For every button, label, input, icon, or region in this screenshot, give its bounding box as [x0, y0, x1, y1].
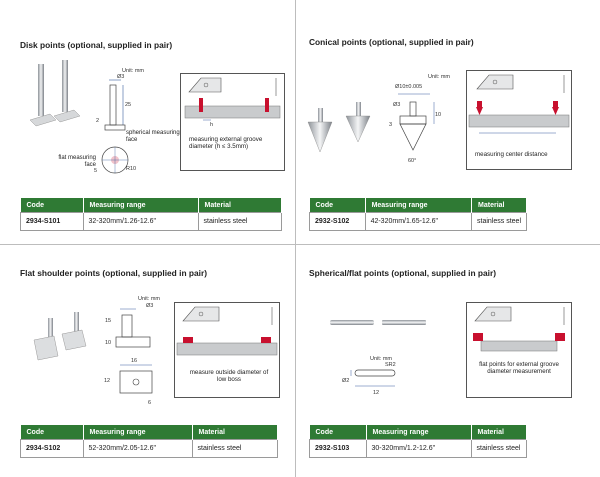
disk-box-caption: measuring external groove diameter (h ≤ … [189, 136, 263, 150]
cell-material: stainless steel [470, 439, 527, 458]
header-material: Material [471, 425, 527, 440]
conical-spec-table: Code Measuring range Material 2932-S102 … [309, 198, 527, 231]
panel-title-disk: Disk points (optional, supplied in pair) [20, 40, 173, 50]
dim-w5: 5 [94, 168, 98, 174]
conical-dimension-drawing [398, 93, 435, 151]
label-spherical-face: spherical measuring face [126, 130, 180, 143]
dim-h: h [210, 122, 214, 128]
disk-spec-table: Code Measuring range Material 2934-S101 … [20, 198, 282, 231]
cell-code: 2932-S103 [309, 439, 367, 458]
disk-application-box: h measuring external groove diameter (h … [180, 73, 285, 171]
dim-w6: 6 [148, 400, 152, 406]
flat-shoulder-application-diagram [176, 306, 278, 356]
unit-label: Unit: mm [428, 74, 450, 80]
cell-range: 42-320mm/1.65-12.6" [364, 212, 473, 231]
spherical-box-caption: flat points for external groove diameter… [479, 361, 559, 375]
dim-h10: 10 [105, 340, 112, 346]
spherical-dimension-drawing [350, 369, 396, 387]
cell-code: 2934-S102 [20, 439, 84, 458]
spherical-application-box: flat points for external groove diameter… [466, 302, 572, 398]
flat-shoulder-box-caption: measure outside diameter of low boss [189, 369, 269, 383]
flat-shoulder-application-box: measure outside diameter of low boss [174, 302, 280, 398]
table-row: 2934-S101 32-320mm/1.26-12.6" stainless … [20, 212, 282, 231]
unit-label: Unit: mm [122, 68, 144, 74]
dim-h15: 15 [105, 318, 112, 324]
flat-shoulder-illustration [33, 312, 87, 361]
conical-application-box: measuring center distance [466, 70, 572, 170]
spherical-points-illustration [330, 320, 426, 325]
cell-code: 2934-S101 [20, 212, 84, 231]
dim-h25: 25 [125, 102, 132, 108]
conical-points-illustration [307, 102, 371, 153]
spherical-spec-table: Code Measuring range Material 2932-S103 … [309, 425, 527, 458]
dim-d3: Ø3 [146, 303, 154, 309]
panel-title-spherical: Spherical/flat points (optional, supplie… [309, 268, 497, 278]
cell-material: stainless steel [197, 212, 282, 231]
dim-h10: 10 [435, 112, 442, 118]
dim-d10: Ø10±0.005 [395, 84, 423, 90]
vertical-divider [295, 0, 296, 477]
cell-material: stainless steel [191, 439, 278, 458]
cell-range: 30-320mm/1.2-12.6" [365, 439, 472, 458]
conical-application-diagram [468, 74, 570, 134]
unit-label: Unit: mm [370, 356, 392, 362]
header-code: Code [309, 425, 367, 440]
panel-title-conical: Conical points (optional, supplied in pa… [309, 37, 474, 47]
horizontal-divider [0, 244, 600, 245]
flat-shoulder-dimension-drawing [115, 308, 153, 394]
header-material: Material [471, 198, 527, 213]
cell-code: 2932-S102 [309, 212, 366, 231]
label-flat-face: flat measuring face [58, 155, 96, 168]
spherical-application-diagram [473, 306, 565, 352]
dim-w16: 16 [131, 358, 138, 364]
header-code: Code [20, 425, 84, 440]
header-range: Measuring range [366, 425, 472, 440]
dim-r10: R10 [126, 166, 137, 172]
cell-material: stainless steel [471, 212, 527, 231]
table-row: 2934-S102 52-320mm/2.05-12.6" stainless … [20, 439, 278, 458]
dim-h3: 3 [389, 122, 393, 128]
header-code: Code [20, 198, 84, 213]
cell-range: 32-320mm/1.26-12.6" [82, 212, 199, 231]
dim-d3: Ø3 [393, 102, 401, 108]
disk-points-illustration [29, 60, 81, 127]
header-code: Code [309, 198, 366, 213]
table-row: 2932-S102 42-320mm/1.65-12.6" stainless … [309, 212, 527, 231]
header-material: Material [198, 198, 282, 213]
conical-box-caption: measuring center distance [475, 151, 548, 158]
cell-range: 52-320mm/2.05-12.6" [82, 439, 193, 458]
dim-sr2: SR2 [385, 362, 396, 368]
panel-title-flat-shoulder: Flat shoulder points (optional, supplied… [20, 268, 208, 278]
table-row: 2932-S103 30-320mm/1.2-12.6" stainless s… [309, 439, 527, 458]
flat-shoulder-spec-table: Code Measuring range Material 2934-S102 … [20, 425, 278, 458]
header-range: Measuring range [83, 425, 193, 440]
header-material: Material [192, 425, 278, 440]
disk-application-diagram [184, 77, 281, 121]
dim-d2: Ø2 [342, 378, 350, 384]
dim-h2: 2 [96, 118, 100, 124]
header-range: Measuring range [365, 198, 473, 213]
header-range: Measuring range [83, 198, 199, 213]
dim-h12: 12 [104, 378, 111, 384]
disk-dimension-drawing [101, 79, 129, 174]
dim-a60: 60° [408, 158, 417, 164]
dim-d3: Ø3 [117, 74, 125, 80]
unit-label: Unit: mm [138, 296, 160, 302]
dim-l12: 12 [373, 390, 380, 396]
